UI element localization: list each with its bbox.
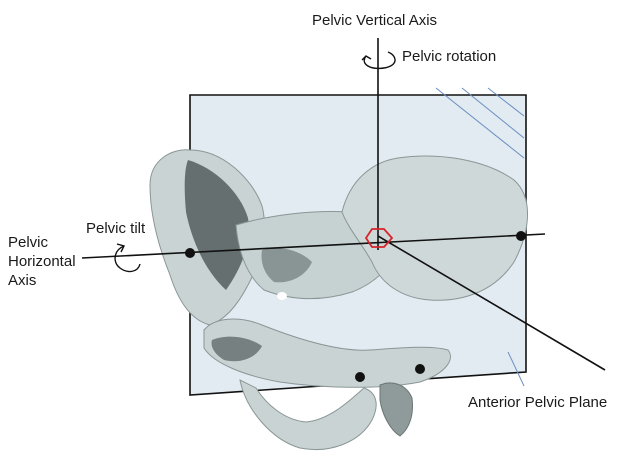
rotation-label: Pelvic rotation xyxy=(402,48,496,66)
landmark-dot-pubic-right xyxy=(415,364,425,374)
landmark-dot-right xyxy=(516,231,526,241)
tilt-label: Pelvic tilt xyxy=(86,220,145,238)
plane-label: Anterior Pelvic Plane xyxy=(468,394,607,412)
horizontal-axis-label-line1: Pelvic xyxy=(8,234,48,252)
landmark-dot-left xyxy=(185,248,195,258)
vertical-axis-label: Pelvic Vertical Axis xyxy=(312,12,437,30)
tilt-arrow-icon xyxy=(115,244,140,271)
horizontal-axis-label-line2: Horizontal xyxy=(8,253,76,271)
horizontal-axis-label-line3: Axis xyxy=(8,272,36,290)
landmark-dot-pubic-left xyxy=(355,372,365,382)
